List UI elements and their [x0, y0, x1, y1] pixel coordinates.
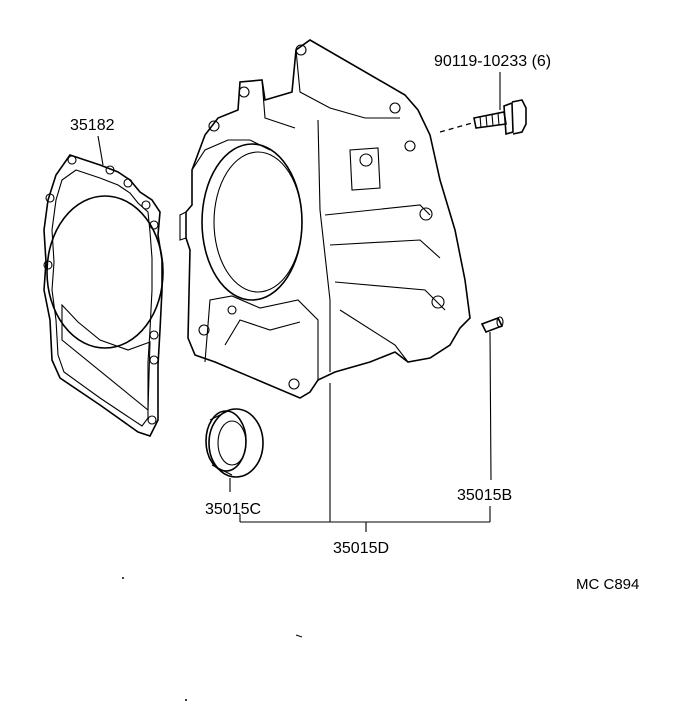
bolt [439, 72, 527, 136]
bolt-part-label: 90119-10233 (6) [434, 53, 551, 70]
gasket-part-label: 35182 [70, 117, 115, 134]
scan-specks [122, 577, 303, 701]
oil-seal-part-label: 35015C [205, 501, 261, 518]
pin-part-label: 35015B [457, 487, 512, 504]
assembly-part-label: 35015D [333, 540, 389, 557]
figure-code: MC C894 [576, 576, 639, 593]
gasket [43, 135, 164, 437]
extension-housing [179, 39, 471, 399]
assembly-bracket [239, 383, 491, 532]
oil-seal [205, 408, 264, 492]
pin [480, 316, 504, 481]
